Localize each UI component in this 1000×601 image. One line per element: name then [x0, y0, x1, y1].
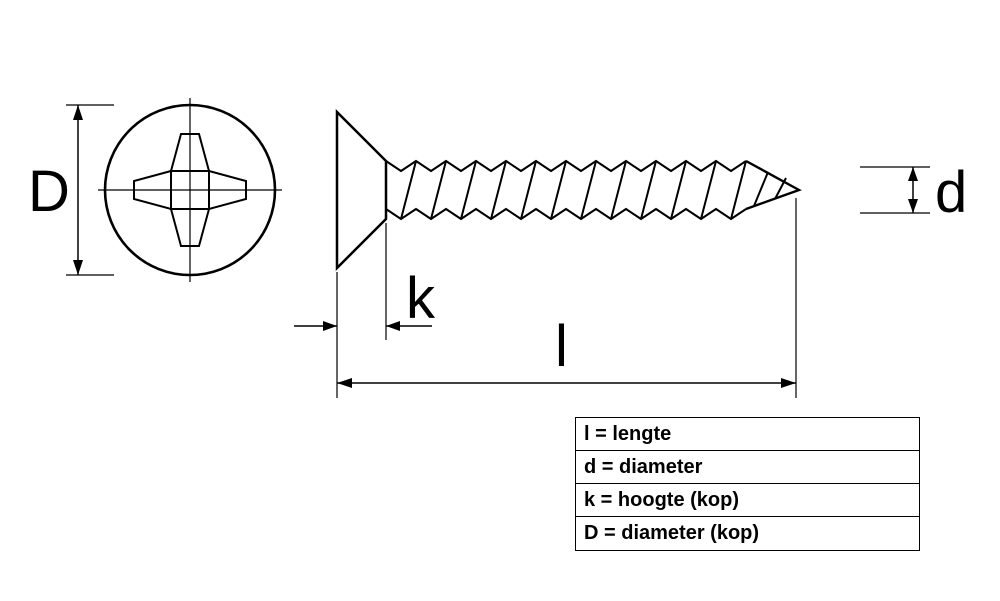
screw-side-view [335, 108, 802, 272]
arrowhead-up-icon [908, 167, 918, 181]
legend-row-diameter-kop: D = diameter (kop) [584, 522, 760, 544]
dimension-k: k [294, 223, 436, 398]
screw-head-profile [335, 108, 388, 272]
dimension-l: l [337, 198, 797, 398]
phillips-arm-bottom [169, 208, 211, 247]
arrowhead-up-icon [73, 105, 83, 120]
dimension-D: D [28, 104, 114, 276]
arrowhead-left-icon [337, 378, 352, 388]
label-D: D [28, 159, 70, 224]
legend-table: l = lengte d = diameter k = hoogte (kop)… [575, 417, 920, 551]
arrowhead-right-icon [323, 321, 337, 331]
screw-tip [745, 159, 802, 211]
thread-lines [400, 160, 747, 220]
phillips-recess [133, 133, 247, 247]
screw-head-circle [103, 103, 277, 277]
arrowhead-down-icon [73, 260, 83, 275]
legend-row-lengte: l = lengte [576, 418, 919, 451]
arrowhead-right-icon [781, 378, 796, 388]
label-k: k [406, 266, 436, 331]
phillips-arm-left [133, 169, 172, 211]
label-l: l [555, 314, 568, 379]
screw-top-view [98, 98, 282, 282]
screw-tip-thread-lines [753, 171, 787, 207]
thread-bottom-edge [385, 207, 747, 221]
legend-row-diameter: d = diameter [576, 451, 919, 484]
arrowhead-down-icon [908, 199, 918, 213]
legend-row-hoogte-kop: k = hoogte (kop) [576, 484, 919, 517]
phillips-arm-right [208, 169, 247, 211]
dimension-d: d [860, 160, 967, 225]
phillips-arm-top [169, 133, 211, 172]
arrowhead-left-icon [386, 321, 400, 331]
label-d: d [935, 160, 967, 225]
